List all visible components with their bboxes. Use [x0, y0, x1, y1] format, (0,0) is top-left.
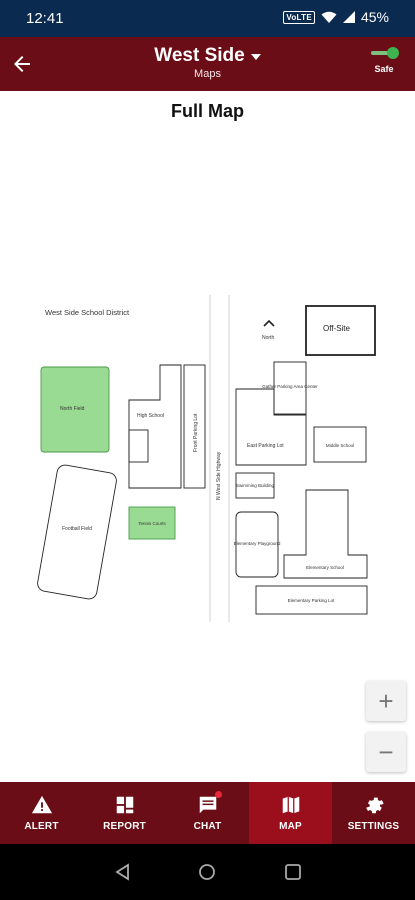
- location-title[interactable]: West Side: [154, 45, 245, 66]
- middle-school-label: Middle School: [326, 443, 354, 448]
- tab-settings-label: SETTINGS: [347, 821, 400, 832]
- wifi-icon: [321, 11, 337, 23]
- gear-icon: [365, 797, 384, 814]
- app-bar: West Side Maps Safe: [0, 37, 415, 91]
- zoom-out-button[interactable]: −: [366, 732, 406, 772]
- football-field-label: Football Field: [62, 526, 92, 532]
- bottom-tab-bar: ALERT REPORT CHAT MAP SETTINGS: [0, 782, 415, 844]
- gather-parking-label: Gather Parking Area Center: [262, 384, 318, 389]
- status-icons: VoLTE 45%: [283, 9, 389, 25]
- swimming-label: Swimming Building: [236, 483, 275, 488]
- elementary-parking-label: Elementary Parking Lot: [288, 598, 336, 603]
- nav-home-icon[interactable]: [196, 861, 218, 883]
- alert-triangle-icon: [31, 795, 52, 814]
- tab-alert-label: ALERT: [24, 821, 59, 832]
- north-field[interactable]: [40, 366, 110, 453]
- north-field-label: North Field: [60, 406, 85, 412]
- front-parking-label: Front Parking Lot: [193, 413, 199, 452]
- high-school-label: High School: [137, 413, 164, 419]
- off-site-label: Off-Site: [323, 324, 351, 333]
- report-grid-icon: [116, 796, 133, 814]
- volte-badge: VoLTE: [283, 10, 315, 24]
- middle-school[interactable]: [313, 426, 367, 463]
- status-bar: 12:41 VoLTE 45%: [0, 0, 415, 37]
- signal-icon: [342, 11, 355, 23]
- high-school-building[interactable]: [128, 364, 182, 489]
- safe-label: Safe: [374, 64, 394, 74]
- east-parking-label: East Parking Lot: [247, 443, 284, 449]
- location-subtitle: Maps: [194, 68, 221, 80]
- campus-map[interactable]: West Side School District N West Side Hi…: [27, 290, 387, 630]
- high-school-annex: [128, 429, 149, 463]
- off-site-box[interactable]: [305, 305, 376, 356]
- status-time: 12:41: [26, 10, 64, 27]
- elementary-playground-label: Elementary Playground: [234, 541, 281, 546]
- tab-chat-label: CHAT: [193, 821, 222, 832]
- elementary-playground[interactable]: [235, 511, 279, 578]
- chat-badge: [214, 791, 222, 798]
- safe-toggle[interactable]: Safe: [367, 46, 401, 74]
- chevron-down-icon[interactable]: [250, 54, 261, 60]
- page-title: Full Map: [171, 101, 244, 121]
- front-parking-lot[interactable]: [183, 364, 206, 489]
- chat-bubble-icon: [199, 796, 216, 814]
- district-label: West Side School District: [45, 308, 130, 317]
- tennis-courts[interactable]: [128, 506, 176, 540]
- safe-switch[interactable]: [369, 46, 399, 60]
- football-field[interactable]: [36, 464, 117, 600]
- elementary-school[interactable]: [283, 489, 368, 579]
- system-nav-bar: [0, 844, 415, 900]
- tab-alert[interactable]: ALERT: [0, 782, 83, 844]
- tennis-courts-label: Tennis Courts: [138, 521, 166, 526]
- tab-map-label: MAP: [279, 821, 302, 832]
- nav-back-icon[interactable]: [112, 861, 134, 883]
- north-label: North: [262, 335, 274, 341]
- elementary-parking-lot[interactable]: [255, 585, 368, 615]
- tab-report-label: REPORT: [103, 821, 146, 832]
- zoom-in-button[interactable]: +: [366, 681, 406, 721]
- tab-settings[interactable]: SETTINGS: [332, 782, 415, 844]
- location-selector[interactable]: West Side Maps: [0, 45, 415, 80]
- north-arrow-icon: [263, 319, 275, 327]
- map-icon: [282, 796, 299, 814]
- swimming-building[interactable]: [235, 472, 275, 499]
- tab-report[interactable]: REPORT: [83, 782, 166, 844]
- nav-recents-icon[interactable]: [282, 861, 304, 883]
- gather-parking-area[interactable]: [273, 361, 307, 415]
- east-parking-lot[interactable]: [235, 388, 307, 466]
- tab-map[interactable]: MAP: [249, 782, 332, 844]
- highway-label: N West Side Highway: [216, 451, 222, 500]
- elementary-school-label: Elementary School: [306, 565, 344, 570]
- battery-percent: 45%: [360, 9, 389, 25]
- arrow-left-icon[interactable]: [10, 52, 34, 76]
- tab-chat[interactable]: CHAT: [166, 782, 249, 844]
